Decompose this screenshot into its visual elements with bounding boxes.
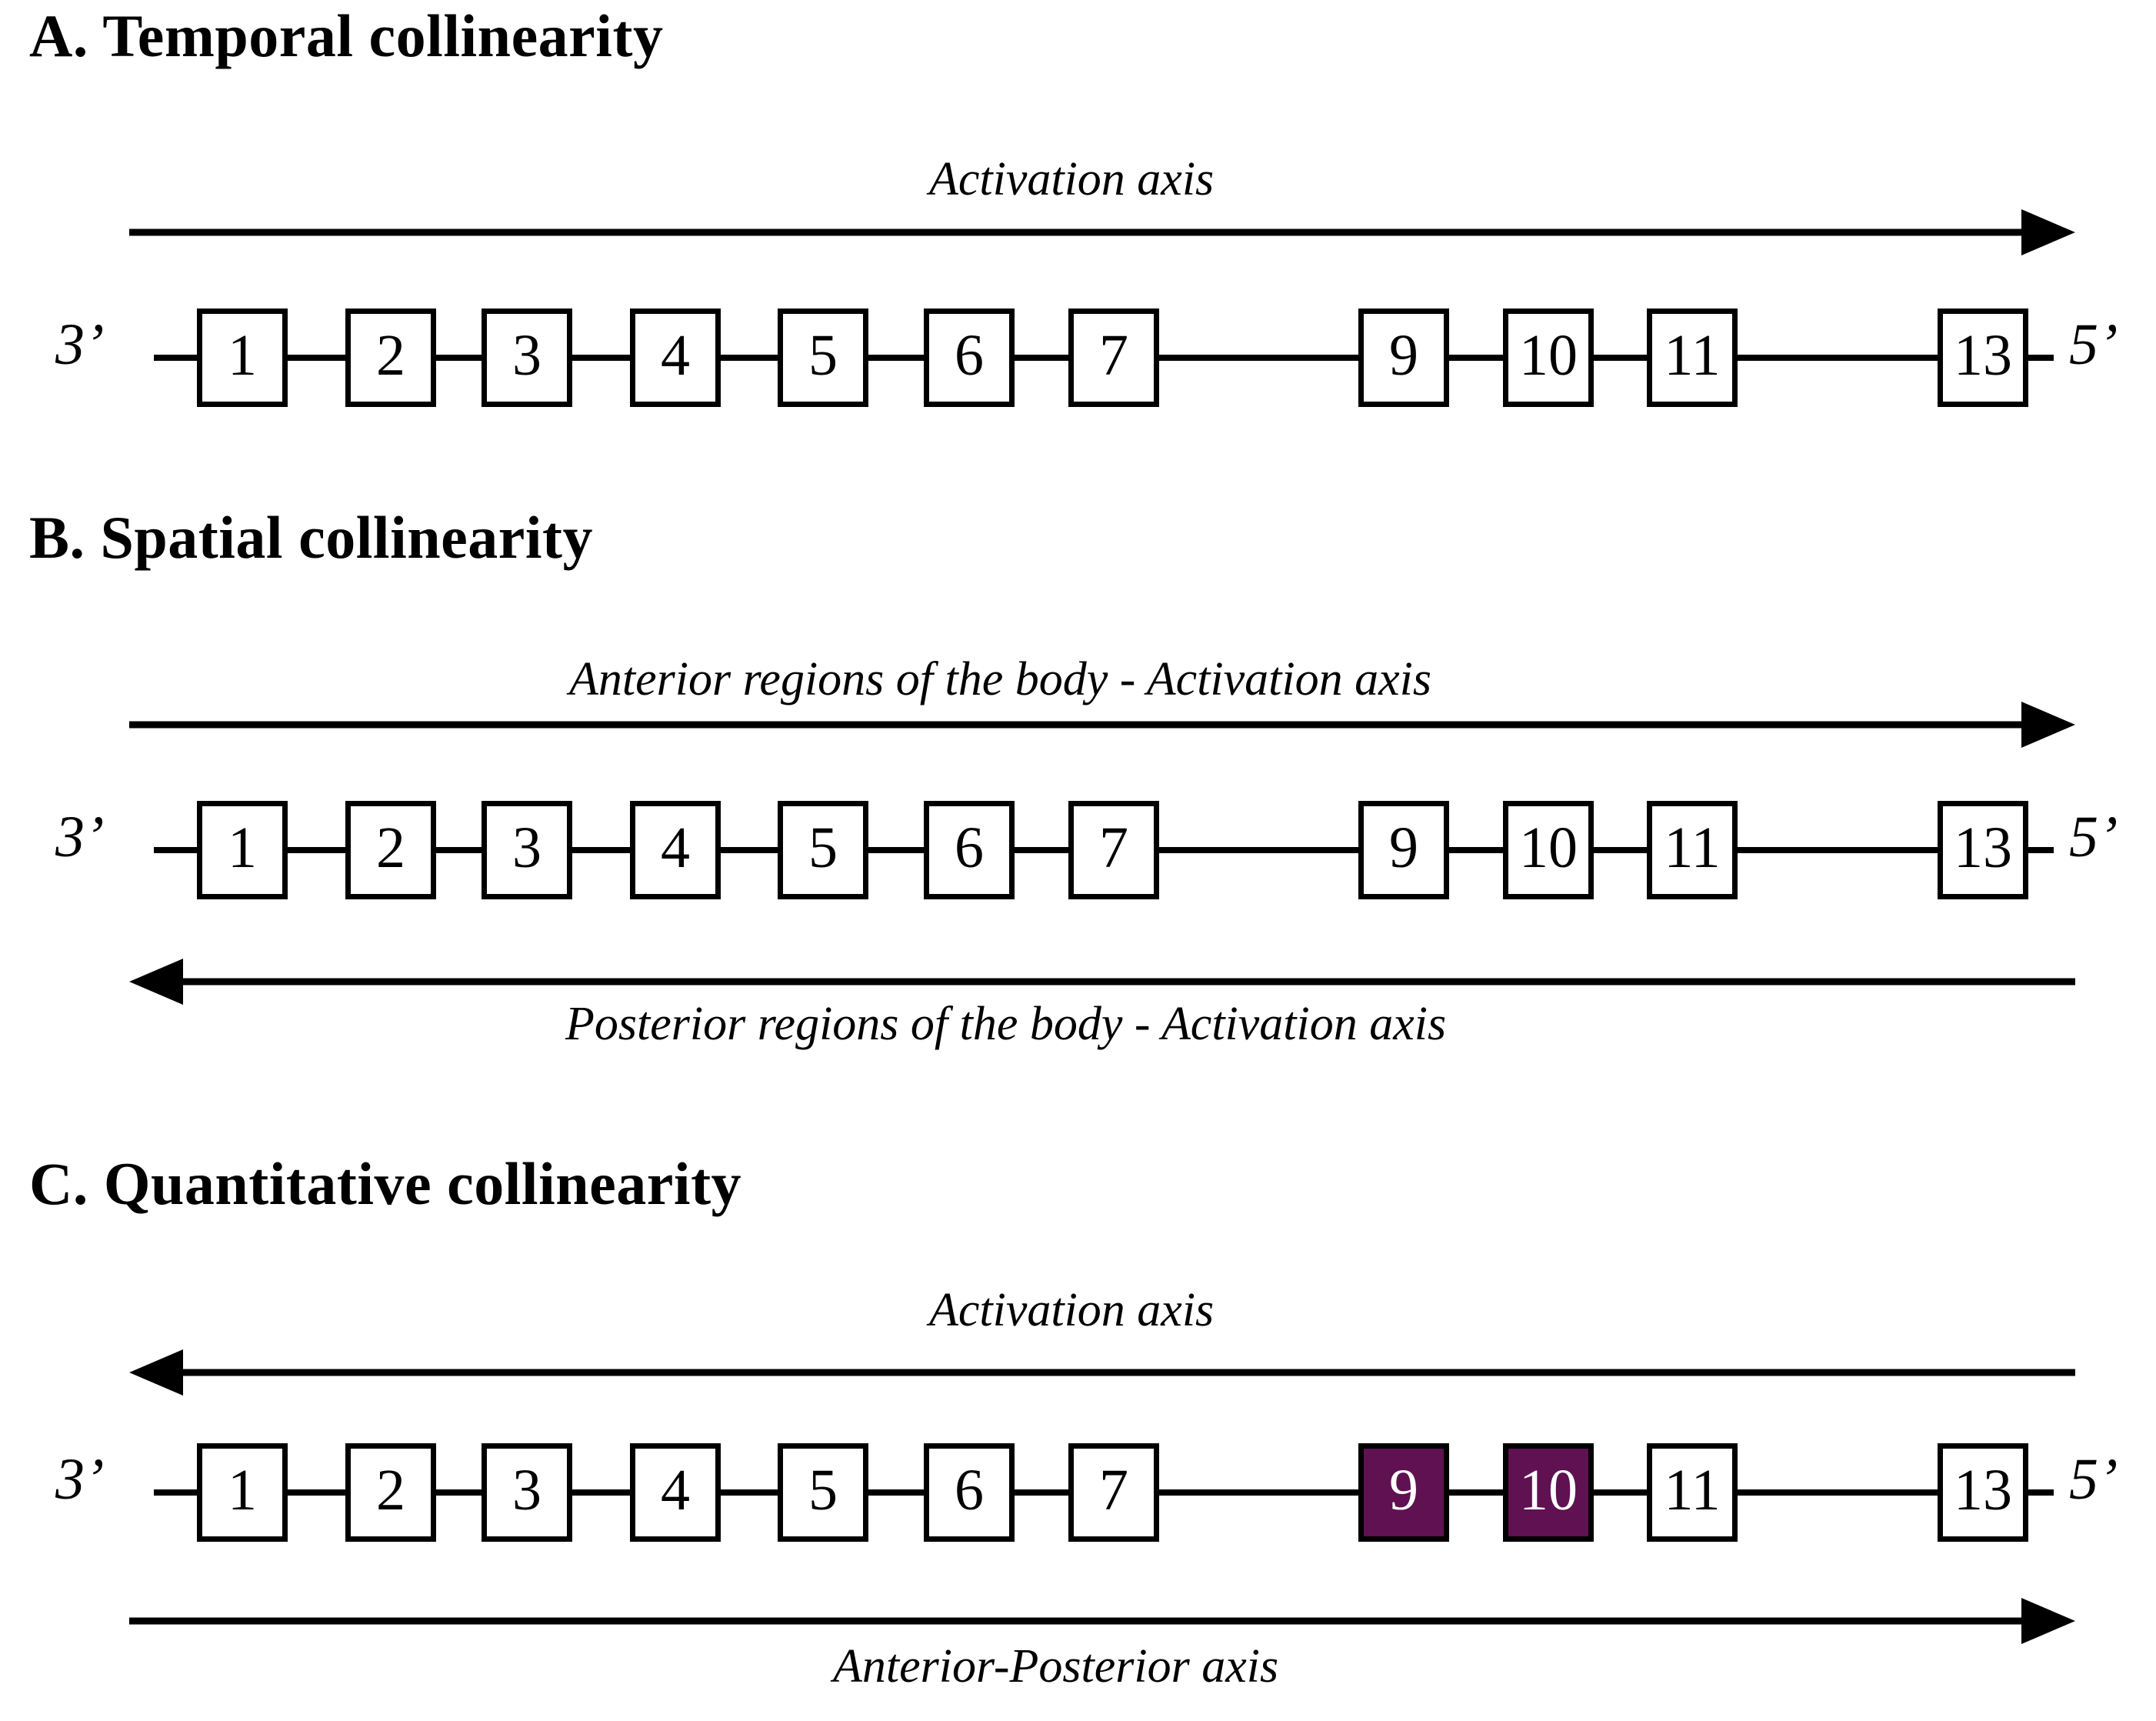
gene-box-label: 1 — [228, 815, 257, 880]
gene-box-3[interactable]: 3 — [482, 309, 572, 407]
gene-box-label: 3 — [512, 1458, 541, 1523]
gene-box-9[interactable]: 9 — [1358, 801, 1449, 899]
gene-box-label: 11 — [1664, 323, 1721, 388]
gene-box-13[interactable]: 13 — [1938, 309, 2028, 407]
gene-box-1[interactable]: 1 — [197, 309, 288, 407]
panel-a-title: A. Temporal collinearity — [29, 2, 664, 69]
panel-b-top-axis-label: Anterior regions of the body - Activatio… — [569, 653, 1431, 705]
gene-box-5[interactable]: 5 — [778, 309, 868, 407]
panel-a-top-axis-arrow — [129, 209, 2075, 255]
gene-box-9[interactable]: 9 — [1358, 309, 1449, 407]
gene-box-label: 3 — [512, 323, 541, 388]
panel-c-five-prime-label: 5’ — [2069, 1447, 2118, 1512]
gene-box-6[interactable]: 6 — [924, 801, 1015, 899]
panel-c-strand: 3’ 5’ 1 2 3 4 5 6 7 9 10 11 13 — [0, 1427, 2156, 1566]
gene-box-4[interactable]: 4 — [630, 1443, 721, 1542]
gene-box-13[interactable]: 13 — [1938, 1443, 2028, 1542]
gene-box-label: 6 — [955, 1458, 984, 1523]
gene-box-4[interactable]: 4 — [630, 801, 721, 899]
panel-b-title: B. Spatial collinearity — [29, 504, 593, 571]
panel-b-bottom-axis-arrow — [129, 959, 2075, 1005]
gene-box-label: 4 — [661, 1458, 690, 1523]
gene-box-5[interactable]: 5 — [778, 1443, 868, 1542]
gene-box-label: 4 — [661, 323, 690, 388]
gene-box-label: 9 — [1389, 815, 1418, 880]
panel-c-bottom-axis-arrow — [129, 1598, 2075, 1644]
gene-box-7[interactable]: 7 — [1068, 309, 1159, 407]
panel-a-five-prime-label: 5’ — [2069, 312, 2118, 377]
gene-box-10[interactable]: 10 — [1503, 1443, 1594, 1542]
gene-box-label: 9 — [1389, 323, 1418, 388]
panel-a-three-prime-label: 3’ — [55, 312, 105, 377]
gene-box-label: 10 — [1519, 1458, 1578, 1523]
gene-box-label: 6 — [955, 323, 984, 388]
gene-box-4[interactable]: 4 — [630, 309, 721, 407]
gene-box-label: 11 — [1664, 815, 1721, 880]
gene-box-2[interactable]: 2 — [345, 801, 436, 899]
gene-box-label: 5 — [808, 323, 838, 388]
panel-b-strand: 3’ 5’ 1 2 3 4 5 6 7 9 10 11 13 — [0, 785, 2156, 923]
gene-box-label: 2 — [376, 1458, 405, 1523]
gene-box-label: 9 — [1389, 1458, 1418, 1523]
gene-box-9[interactable]: 9 — [1358, 1443, 1449, 1542]
panel-c-bottom-axis-label: Anterior-Posterior axis — [833, 1640, 1279, 1693]
panel-c-title: C. Quantitative collinearity — [29, 1150, 742, 1217]
gene-box-label: 10 — [1519, 323, 1578, 388]
gene-box-10[interactable]: 10 — [1503, 801, 1594, 899]
panel-c-top-axis-arrow — [129, 1349, 2075, 1396]
panel-b-bottom-axis-label: Posterior regions of the body - Activati… — [565, 998, 1447, 1050]
gene-box-label: 11 — [1664, 1458, 1721, 1523]
gene-box-label: 13 — [1954, 815, 2012, 880]
panel-b-three-prime-label: 3’ — [55, 805, 105, 869]
gene-box-label: 5 — [808, 815, 838, 880]
gene-box-label: 7 — [1099, 815, 1128, 880]
gene-box-3[interactable]: 3 — [482, 801, 572, 899]
gene-box-label: 13 — [1954, 1458, 2012, 1523]
panel-c-three-prime-label: 3’ — [55, 1447, 105, 1512]
gene-box-label: 4 — [661, 815, 690, 880]
gene-box-11[interactable]: 11 — [1647, 801, 1738, 899]
gene-box-label: 3 — [512, 815, 541, 880]
gene-box-6[interactable]: 6 — [924, 309, 1015, 407]
gene-box-7[interactable]: 7 — [1068, 1443, 1159, 1542]
panel-a-top-axis-label: Activation axis — [929, 153, 1215, 205]
gene-box-11[interactable]: 11 — [1647, 309, 1738, 407]
gene-box-1[interactable]: 1 — [197, 801, 288, 899]
gene-box-label: 2 — [376, 815, 405, 880]
gene-box-11[interactable]: 11 — [1647, 1443, 1738, 1542]
panel-b-top-axis-arrow — [129, 702, 2075, 748]
gene-box-5[interactable]: 5 — [778, 801, 868, 899]
gene-box-label: 1 — [228, 323, 257, 388]
gene-box-label: 5 — [808, 1458, 838, 1523]
gene-box-7[interactable]: 7 — [1068, 801, 1159, 899]
gene-box-6[interactable]: 6 — [924, 1443, 1015, 1542]
gene-box-label: 13 — [1954, 323, 2012, 388]
gene-box-2[interactable]: 2 — [345, 309, 436, 407]
gene-box-label: 7 — [1099, 323, 1128, 388]
gene-box-1[interactable]: 1 — [197, 1443, 288, 1542]
panel-b-five-prime-label: 5’ — [2069, 805, 2118, 869]
panel-c-top-axis-label: Activation axis — [929, 1284, 1215, 1336]
gene-box-label: 6 — [955, 815, 984, 880]
gene-box-3[interactable]: 3 — [482, 1443, 572, 1542]
gene-box-label: 7 — [1099, 1458, 1128, 1523]
gene-box-label: 2 — [376, 323, 405, 388]
gene-box-10[interactable]: 10 — [1503, 309, 1594, 407]
panel-a-strand: 3’ 5’ 1 2 3 4 5 6 7 9 10 11 13 — [0, 292, 2156, 431]
gene-box-2[interactable]: 2 — [345, 1443, 436, 1542]
gene-box-label: 1 — [228, 1458, 257, 1523]
gene-box-13[interactable]: 13 — [1938, 801, 2028, 899]
gene-box-label: 10 — [1519, 815, 1578, 880]
